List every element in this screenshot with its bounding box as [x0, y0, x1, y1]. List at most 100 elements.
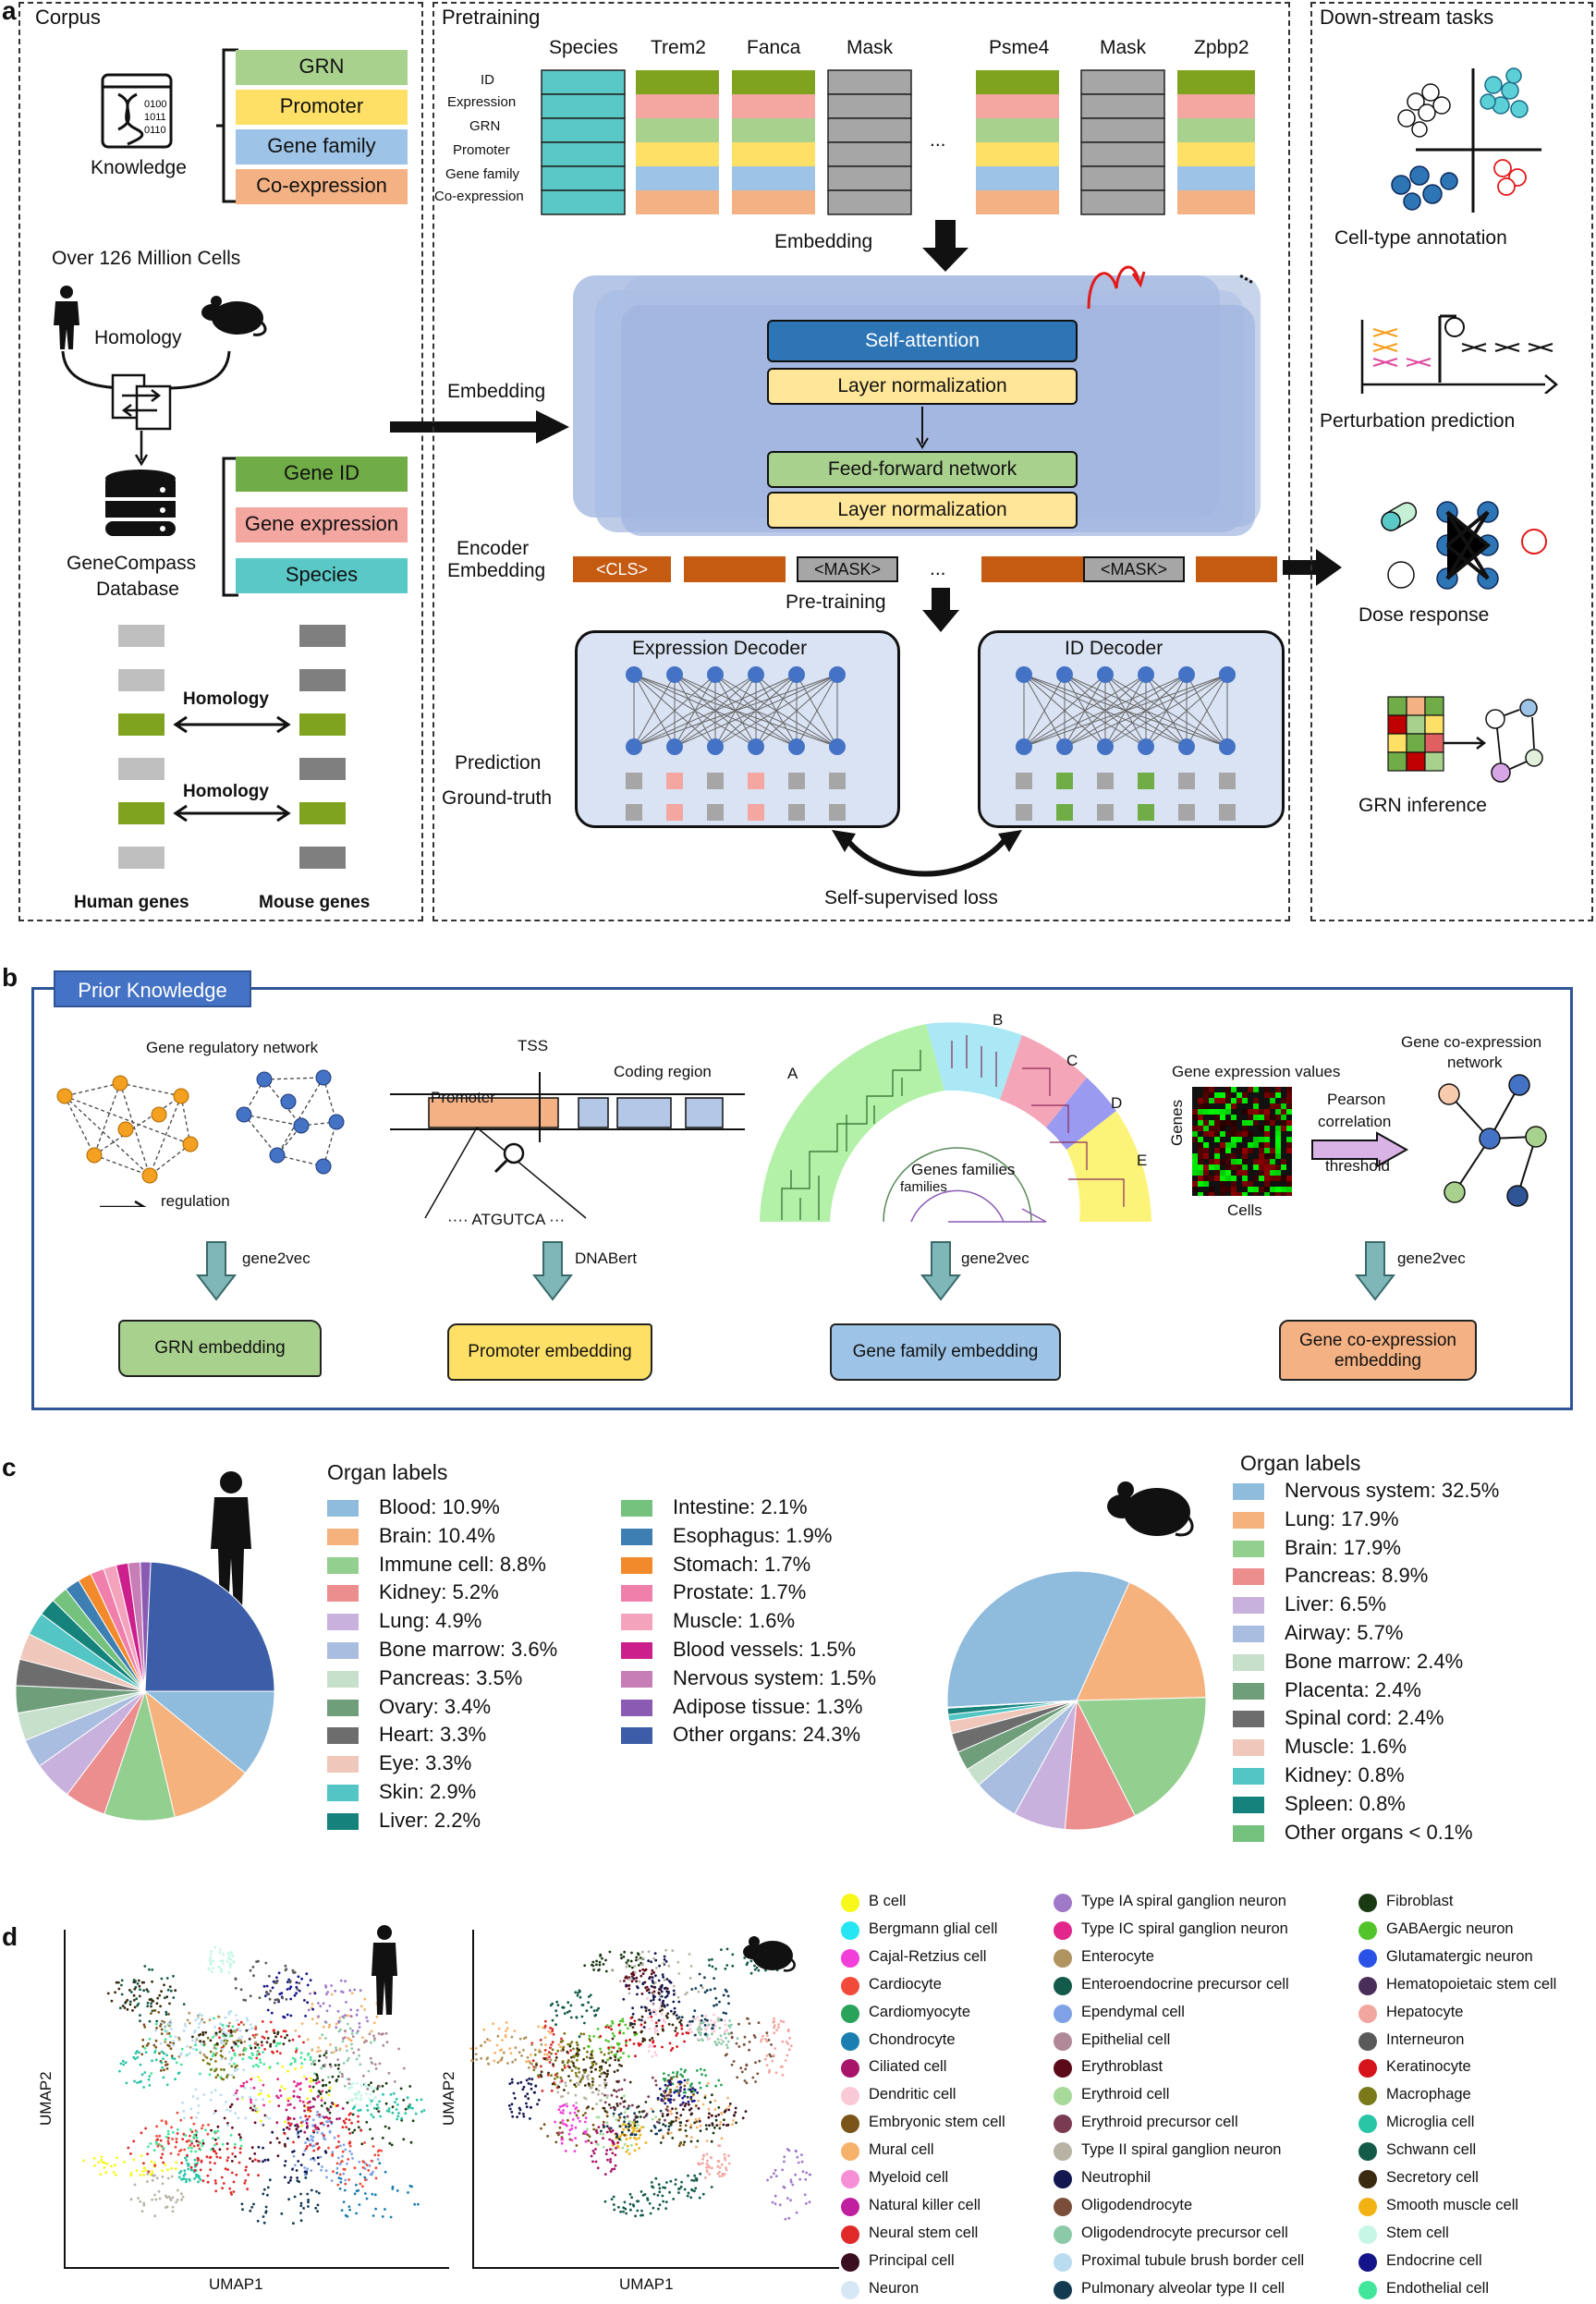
umap-point — [299, 2201, 303, 2205]
heatmap-cell — [1192, 1181, 1198, 1187]
umap-point — [506, 2062, 509, 2065]
umap-point — [510, 2080, 514, 2084]
umap-point — [649, 2012, 652, 2016]
umap-point — [222, 2027, 225, 2030]
cell-type-label: Erythroid cell — [1081, 2086, 1170, 2103]
umap-point — [786, 2054, 789, 2057]
heatmap-cell — [1214, 1120, 1220, 1126]
cell-type-swatch — [1358, 2197, 1377, 2216]
umap-point — [707, 2164, 711, 2167]
umap-point — [286, 2126, 289, 2129]
umap-point — [299, 2204, 303, 2208]
heatmap-cell — [1220, 1103, 1225, 1109]
umap-point — [397, 2047, 400, 2051]
tss-label: TSS — [518, 1037, 549, 1054]
umap-point — [311, 2003, 314, 2005]
umap-point — [317, 2002, 320, 2005]
umap-point — [166, 2129, 170, 2133]
umap-point — [384, 2208, 386, 2211]
umap-point — [289, 1997, 293, 2001]
umap-point — [700, 1984, 703, 1987]
umap-point — [366, 2085, 369, 2088]
umap-point — [249, 2044, 252, 2048]
umap-point — [216, 2073, 220, 2077]
umap-point — [306, 1983, 310, 1987]
umap-point — [231, 2025, 235, 2029]
umap-point — [609, 2160, 612, 2164]
umap-point — [262, 2036, 266, 2040]
heatmap-cell — [1281, 1103, 1286, 1109]
umap-point — [669, 2179, 673, 2183]
umap-point — [362, 2074, 365, 2078]
legend-label: Esophagus: 1.9% — [673, 1523, 833, 1547]
umap-point — [192, 2136, 196, 2139]
umap-point — [195, 2048, 199, 2052]
prediction-label: Prediction — [455, 752, 542, 774]
heatmap-cell — [1231, 1192, 1237, 1196]
umap-point — [227, 2062, 231, 2066]
umap-point — [276, 2154, 280, 2158]
umap-point — [647, 2016, 650, 2019]
umap-point — [630, 2143, 633, 2147]
umap-point — [561, 2040, 565, 2042]
umap-point — [707, 2081, 710, 2085]
umap-point — [373, 2193, 377, 2197]
umap-point — [265, 1991, 268, 1993]
umap-point — [724, 2054, 727, 2057]
umap-point — [153, 2051, 156, 2054]
umap-point — [269, 2042, 273, 2046]
umap-point — [129, 1991, 133, 1993]
umap-point — [735, 2042, 738, 2045]
umap-point — [172, 2040, 176, 2042]
umap-point — [596, 2028, 600, 2030]
umap-point — [568, 2044, 572, 2048]
umap-point — [511, 2115, 515, 2118]
umap-point — [752, 2034, 756, 2037]
umap-point — [177, 2127, 179, 2131]
umap-point — [328, 2023, 332, 2027]
decoder-node — [788, 738, 805, 755]
umap-point — [327, 2093, 331, 2097]
knowledge-item-promoter: Promoter — [236, 90, 408, 125]
umap-point — [158, 2143, 162, 2147]
umap-point — [348, 2141, 351, 2145]
umap-point — [150, 2072, 153, 2075]
umap-point — [628, 2202, 632, 2206]
heatmap-cell — [1259, 1137, 1264, 1142]
heatmap-cell — [1220, 1087, 1225, 1092]
umap-point — [197, 2111, 200, 2115]
umap-point — [241, 2057, 245, 2061]
umap-point — [567, 2132, 571, 2136]
heatmap-cell — [1242, 1187, 1248, 1192]
umap-point — [630, 1980, 634, 1983]
umap-point — [262, 2098, 265, 2102]
umap-point — [662, 2186, 664, 2189]
umap-point — [703, 2018, 707, 2021]
heatmap-cell — [1198, 1176, 1203, 1181]
umap-point — [654, 1967, 658, 1969]
threshold-label: threshold — [1325, 1157, 1390, 1175]
regulation-label: regulation — [161, 1192, 230, 1210]
umap-point — [652, 1957, 655, 1960]
umap-point — [253, 2046, 257, 2050]
umap-point — [598, 2066, 602, 2069]
umap-point — [632, 2118, 636, 2122]
umap-point — [365, 2092, 368, 2095]
umap-point — [266, 2193, 269, 2197]
umap-point — [777, 2026, 780, 2030]
umap-point — [292, 1971, 295, 1974]
umap-point — [303, 2130, 307, 2134]
umap-point — [527, 2066, 530, 2069]
umap-point — [82, 2159, 85, 2163]
heatmap-cell — [1281, 1153, 1286, 1159]
umap-point — [297, 1975, 300, 1979]
umap-point — [299, 2121, 303, 2125]
umap-point — [595, 1959, 598, 1963]
umap-point — [291, 2056, 295, 2060]
umap-point — [148, 1998, 152, 2001]
umap-point — [151, 2170, 154, 2173]
umap-point — [391, 2111, 395, 2115]
heatmap-cell — [1242, 1131, 1248, 1137]
umap-point — [161, 2169, 164, 2173]
umap-point — [400, 2116, 403, 2120]
